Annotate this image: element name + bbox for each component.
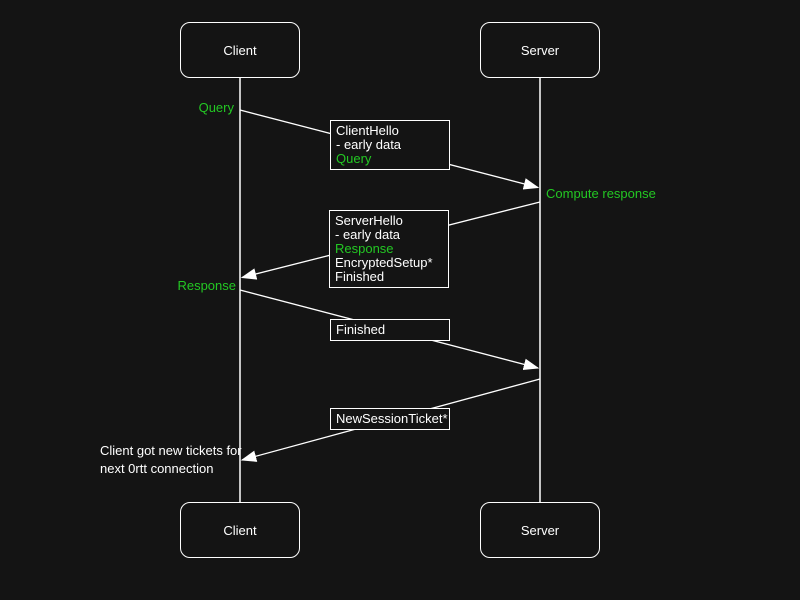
message-line: ServerHello [335, 213, 403, 228]
message-box-clienthello: ClientHello - early data Query [330, 120, 450, 170]
actor-server-top-label: Server [520, 42, 560, 58]
message-line: ClientHello [336, 123, 399, 138]
message-box-serverhello: ServerHello - early data Response Encryp… [329, 210, 449, 288]
actor-server-bottom-label: Server [520, 522, 560, 538]
label-compute-response: Compute response [546, 186, 656, 201]
message-box-newsessionticket: NewSessionTicket* [330, 408, 450, 430]
message-line: NewSessionTicket* [336, 411, 448, 426]
note-line-1: Client got new tickets for [100, 443, 242, 458]
message-line: Finished [336, 322, 386, 337]
actor-server-top: Server [480, 22, 600, 78]
message-line: - early data [336, 137, 402, 152]
message-line: Finished [335, 269, 385, 284]
message-line: - early data [335, 227, 401, 242]
actor-client-top-label: Client [223, 42, 257, 58]
actor-client-bottom-label: Client [223, 522, 257, 538]
actor-server-bottom: Server [480, 502, 600, 558]
actor-client-top: Client [180, 22, 300, 78]
message-line: Query [336, 151, 372, 166]
actor-client-bottom: Client [180, 502, 300, 558]
note-new-tickets: Client got new tickets for next 0rtt con… [100, 442, 242, 478]
label-query: Query [198, 100, 234, 115]
note-line-2: next 0rtt connection [100, 461, 214, 476]
message-box-finished: Finished [330, 319, 450, 341]
message-line: Response [335, 241, 394, 256]
message-line: EncryptedSetup* [335, 255, 433, 270]
label-response: Response [177, 278, 236, 293]
